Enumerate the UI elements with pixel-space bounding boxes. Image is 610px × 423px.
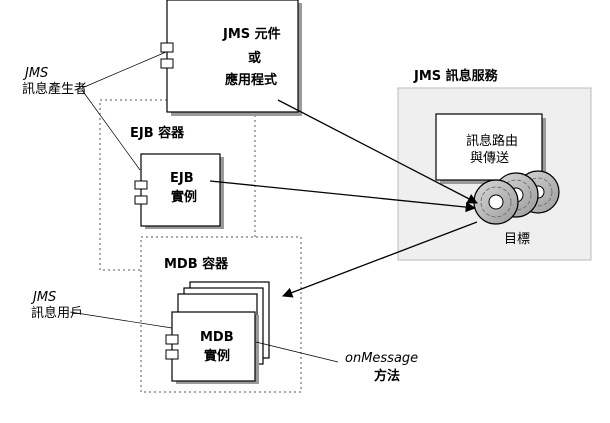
destination-icon (473, 170, 560, 225)
consumer-pointer (69, 311, 173, 329)
onmessage-method-label: 方法 (374, 369, 401, 384)
jms-component-line3: 應用程式 (225, 73, 278, 88)
arrow-ejb-to-destination (209, 180, 477, 213)
jms-component-line2: 或 (248, 51, 262, 66)
mdb-instance-box (171, 311, 256, 382)
producer-pointer-to-ejb (81, 89, 141, 171)
jms-component-line1: JMS 元件 (223, 27, 281, 42)
ejb-instance-line1: EJB (170, 171, 194, 186)
mdb-instance-line1: MDB (200, 330, 234, 345)
mdb-container-title: MDB 容器 (164, 257, 229, 272)
jms-component-box (166, 0, 299, 113)
consumer-label: 訊息用戶 (31, 306, 84, 321)
destination-label: 目標 (504, 232, 531, 247)
onmessage-pointer (255, 341, 339, 363)
arrow-destination-to-mdb (282, 221, 478, 298)
routing-line1: 訊息路由 (466, 134, 519, 149)
ejb-instance-line2: 實例 (171, 190, 198, 205)
jms-component-port-bottom (160, 58, 174, 69)
onmessage-label: onMessage (345, 351, 419, 366)
mdb-instance-line2: 實例 (204, 349, 231, 364)
producer-label-jms: JMS (25, 66, 49, 81)
ejb-instance-box (140, 153, 221, 227)
jms-service-title: JMS 訊息服務 (414, 69, 498, 84)
producer-label: 訊息產生者 (22, 82, 88, 97)
routing-line2: 與傳送 (470, 151, 510, 166)
mdb-instance-port-top (165, 334, 179, 345)
mdb-instance-port-bottom (165, 349, 179, 360)
ejb-instance-port-bottom (134, 195, 148, 205)
arrow-jms-to-destination (277, 99, 478, 204)
ejb-container-title: EJB 容器 (130, 126, 185, 141)
jms-component-port-top (160, 42, 174, 53)
ejb-instance-port-top (134, 180, 148, 190)
routing-box (435, 113, 543, 181)
producer-pointer-to-jms (81, 51, 167, 89)
consumer-label-jms: JMS (33, 290, 57, 305)
